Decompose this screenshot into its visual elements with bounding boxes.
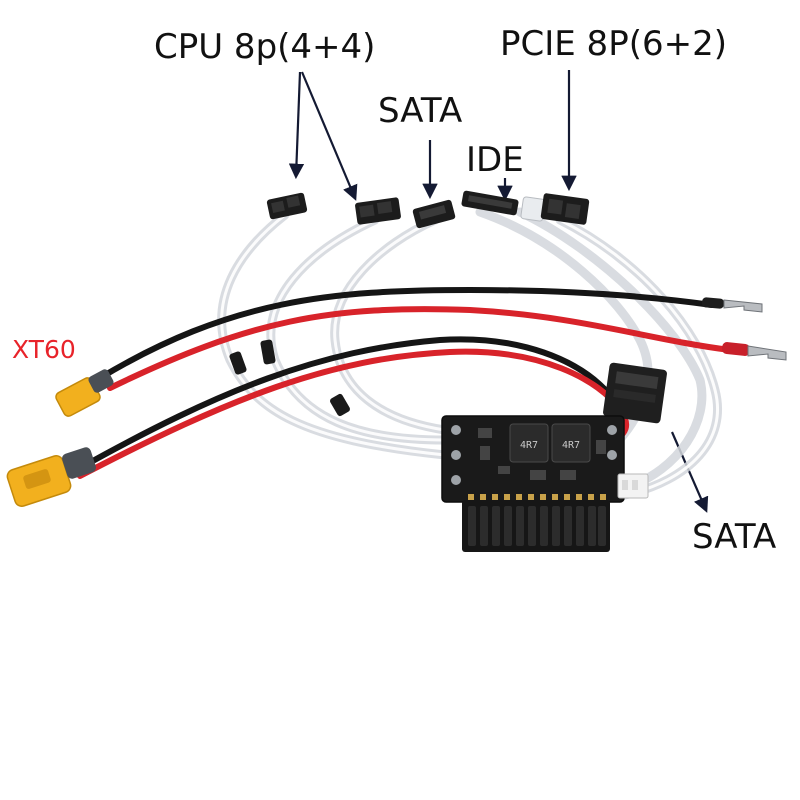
ide-connector <box>461 190 519 216</box>
cpu-connector-right <box>355 197 401 225</box>
cpu-connector-left <box>266 192 308 220</box>
pcie-connector <box>520 193 590 225</box>
label-cpu: CPU 8p(4+4) <box>154 27 376 67</box>
label-pcie: PCIE 8P(6+2) <box>500 24 727 64</box>
sata-connector-bottom <box>603 362 667 424</box>
red-terminal-sleeve <box>721 342 751 356</box>
power-supply-board: 4R7 4R7 <box>441 415 649 503</box>
black-power-wire <box>97 286 715 381</box>
label-ide: IDE <box>466 140 524 180</box>
xt60-connector-large <box>6 447 96 507</box>
arrow-cpu-left <box>288 71 305 180</box>
smd-components <box>478 428 606 480</box>
label-sata-top: SATA <box>378 91 463 131</box>
black-terminal-sleeve <box>701 297 725 309</box>
spade-terminal-icon <box>723 299 763 313</box>
atx-24pin-connector <box>462 500 610 552</box>
white-jst-connector <box>617 473 649 499</box>
label-xt60: XT60 <box>12 335 76 364</box>
label-sata-bottom: SATA <box>692 517 777 557</box>
heat-shrink-sleeve <box>260 339 276 365</box>
mounting-holes <box>451 425 617 485</box>
inductor-left: 4R7 <box>509 423 549 463</box>
red-power-wire-upper <box>107 306 733 391</box>
heat-shrink-sleeve <box>229 351 247 375</box>
gold-contacts <box>468 494 606 500</box>
sata-connector-top <box>412 199 456 229</box>
xt60-connector-small <box>55 369 114 417</box>
inductor-left-label: 4R7 <box>520 440 538 451</box>
arrow-cpu-right <box>300 71 358 201</box>
heat-shrink-sleeve <box>330 393 350 417</box>
inductor-right-label: 4R7 <box>562 440 580 451</box>
spade-terminals <box>701 297 787 361</box>
spade-terminal-icon <box>747 345 787 361</box>
black-power-wire-lower <box>77 336 613 471</box>
inductor-right: 4R7 <box>551 423 591 463</box>
